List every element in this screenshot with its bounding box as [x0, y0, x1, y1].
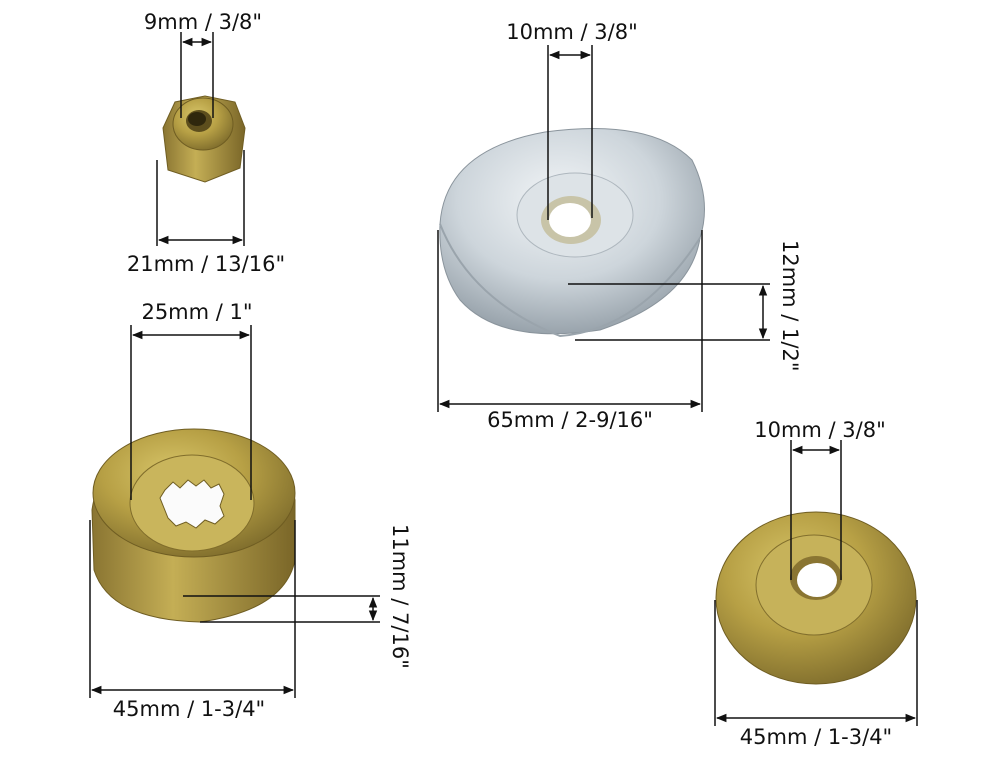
- nut-inner-dimension-label: 9mm / 3/8": [143, 10, 263, 34]
- splined-washer-inner-dimension-label: 25mm / 1": [141, 300, 253, 324]
- splined-washer-dimensions: [89, 325, 380, 698]
- dome-washer-inner-dimension-label: 10mm / 3/8": [506, 20, 638, 44]
- flat-washer-outer-dimension-label: 45mm / 1-3/4": [739, 725, 893, 749]
- splined-washer-height-dimension-label: 11mm / 7/16": [388, 524, 412, 669]
- flat-washer: [715, 511, 917, 685]
- dome-washer-outer-dimension-label: 65mm / 2-9/16": [487, 408, 653, 432]
- lock-nut: [162, 95, 246, 183]
- dome-washer: [439, 128, 705, 338]
- flat-washer-dimensions: [714, 440, 918, 726]
- nut-outer-dimension-label: 21mm / 13/16": [126, 252, 286, 276]
- nut-dimensions: [156, 32, 245, 246]
- splined-washer-outer-dimension-label: 45mm / 1-3/4": [112, 697, 266, 721]
- flat-washer-inner-dimension-label: 10mm / 3/8": [754, 418, 886, 442]
- dome-washer-dimensions: [437, 45, 770, 412]
- splined-washer: [91, 428, 296, 623]
- dome-washer-height-dimension-label: 12mm / 1/2": [778, 240, 802, 372]
